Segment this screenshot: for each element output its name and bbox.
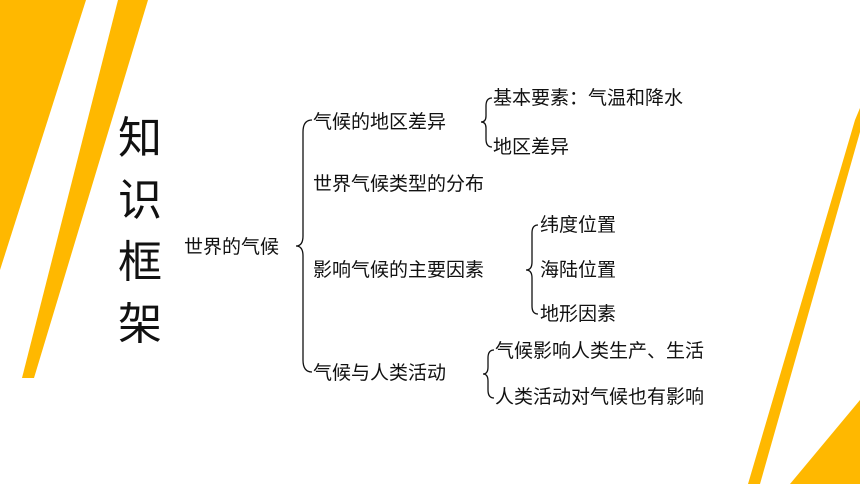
branch-node: 影响气候的主要因素 — [313, 259, 485, 281]
branch1-brace — [480, 97, 493, 148]
left-thin-stripe — [22, 0, 148, 378]
root-brace — [295, 119, 313, 373]
branch-node: 气候与人类活动 — [313, 362, 447, 384]
branch-node: 世界气候类型的分布 — [313, 173, 485, 195]
right-thin-stripe — [748, 108, 860, 484]
title-char: 知 — [118, 113, 162, 164]
branch-node: 气候的地区差异 — [313, 111, 447, 133]
title-char: 架 — [118, 299, 162, 350]
leaf-node: 纬度位置 — [540, 214, 617, 236]
title-char: 框 — [118, 237, 162, 288]
leaf-node: 气候影响人类生产、生活 — [495, 340, 705, 362]
branch3-brace — [525, 224, 539, 315]
leaf-node: 基本要素：气温和降水 — [493, 87, 684, 109]
root-node: 世界的气候 — [184, 236, 280, 258]
title-char: 识 — [118, 175, 162, 226]
leaf-node: 地区差异 — [493, 136, 570, 158]
leaf-node: 海陆位置 — [540, 259, 617, 281]
vertical-title: 知 识 框 架 — [112, 108, 168, 356]
leaf-node: 人类活动对气候也有影响 — [495, 386, 705, 408]
branch4-brace — [482, 349, 495, 399]
left-yellow-band — [0, 0, 86, 270]
right-yellow-corner — [790, 400, 860, 484]
leaf-node: 地形因素 — [540, 303, 617, 325]
